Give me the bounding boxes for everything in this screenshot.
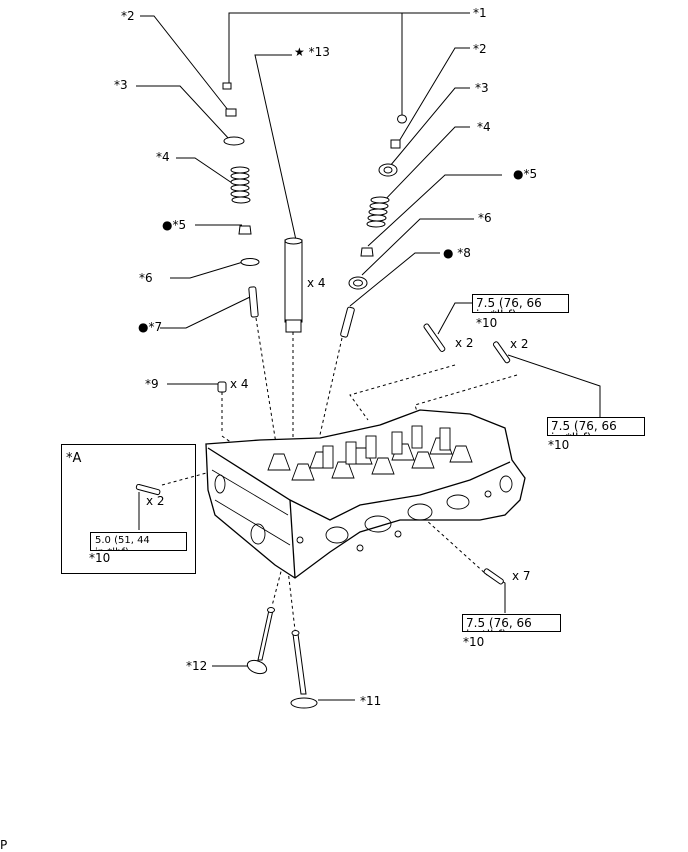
spring-retainer-left <box>223 136 245 146</box>
stud-right-quantity: x 2 <box>510 337 529 351</box>
valve-spring-left <box>230 166 251 204</box>
callout-6-left: *6 <box>139 271 153 285</box>
callout-8: ● *8 <box>443 246 471 260</box>
callout-13: ★ *13 <box>294 45 330 59</box>
straight-pin <box>217 381 227 393</box>
exhaust-valve <box>290 630 318 709</box>
valve-stem-oil-seal-left <box>238 225 252 235</box>
callout-4-left: *4 <box>156 150 170 164</box>
valve-spring-seat-left <box>240 258 260 266</box>
callout-12: *12 <box>186 659 208 673</box>
inset-a: *A x 2 5.0 (51, 44 in.*lbf) *10 <box>61 444 196 574</box>
torque-ref-inset: *10 <box>89 551 111 565</box>
leader-lines <box>136 12 601 701</box>
intake-valve <box>246 607 275 675</box>
valve-guide-bush-left <box>248 286 259 318</box>
valve-keeper-right <box>397 114 407 124</box>
stud-bolt-top <box>423 323 446 352</box>
callout-5-left: ●*5 <box>162 218 187 232</box>
torque-ref-bottom: *10 <box>463 635 485 649</box>
spring-retainer-right <box>378 163 398 177</box>
stud-inset-quantity: x 2 <box>146 494 165 508</box>
callout-2-right: *2 <box>473 42 487 56</box>
stud-bolt-right <box>492 341 511 364</box>
guide-quantity: x 4 <box>307 276 326 290</box>
torque-ref-top: *10 <box>476 316 498 330</box>
torque-box-right: 7.5 (76, 66 in.*lbf) <box>547 417 645 436</box>
figure-code: P <box>0 838 8 852</box>
pin-quantity: x 4 <box>230 377 249 391</box>
callout-3-right: *3 <box>475 81 489 95</box>
stud-bottom-quantity: x 7 <box>512 569 531 583</box>
stud-top-quantity: x 2 <box>455 336 474 350</box>
valve-guide-tube <box>284 237 303 333</box>
valve-stem-oil-seal-right <box>360 247 374 257</box>
callout-4-right: *4 <box>477 120 491 134</box>
cylinder-head <box>205 409 526 579</box>
valve-spring-right <box>366 196 390 228</box>
torque-ref-right: *10 <box>548 438 570 452</box>
callout-11: *11 <box>360 694 382 708</box>
torque-box-top: 7.5 (76, 66 in.*lbf) <box>472 294 569 313</box>
valve-guide-bush-right <box>340 306 355 338</box>
torque-box-bottom: 7.5 (76, 66 in.*lbf) <box>462 614 561 632</box>
callout-7: ●*7 <box>138 320 163 334</box>
callout-3-left: *3 <box>114 78 128 92</box>
callout-1: *1 <box>473 6 487 20</box>
stud-bolt-bottom <box>483 568 504 585</box>
callout-2-left: *2 <box>121 9 135 23</box>
torque-box-inset: 5.0 (51, 44 in.*lbf) <box>90 532 187 551</box>
valve-keeper-left <box>222 82 232 90</box>
callout-6-right: *6 <box>478 211 492 225</box>
valve-stem-cap-left <box>225 108 237 117</box>
inset-title: *A <box>66 451 82 466</box>
callout-9: *9 <box>145 377 159 391</box>
valve-stem-cap-right <box>390 139 401 149</box>
stud-bolt-inset <box>135 483 161 496</box>
valve-spring-seat-right <box>348 276 368 290</box>
callout-5-right: ●*5 <box>513 167 538 181</box>
